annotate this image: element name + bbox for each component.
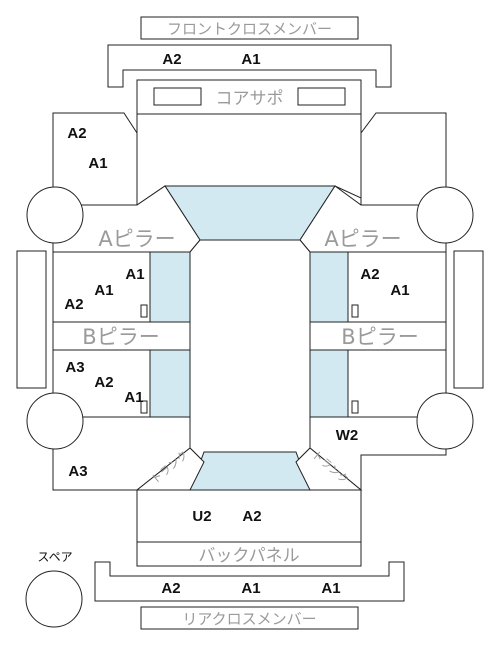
rear-cross-member-label-box [140, 606, 359, 630]
left-front-door-handle [140, 304, 148, 318]
rear-member-damage-a2: A2 [161, 580, 180, 597]
spare-tire [25, 570, 83, 628]
right-front-door-damage-a1: A1 [390, 282, 409, 299]
left-front-window [149, 251, 191, 323]
left-rear-door-damage-a2: A2 [94, 374, 113, 391]
left-rear-door-damage-a1: A1 [124, 389, 143, 406]
left-rear-door-damage-a3: A3 [65, 359, 84, 376]
right-front-door-damage-a2: A2 [360, 266, 379, 283]
front-cross-member [107, 44, 392, 88]
right-rear-window [309, 349, 349, 418]
right-b-pillar [309, 321, 447, 351]
right-b-pillar-label: Bピラー [341, 325, 418, 349]
front-cross-member-label: フロントクロスメンバー [167, 20, 332, 38]
core-support-label: コアサポ [216, 89, 284, 109]
right-front-window [309, 251, 349, 323]
rear-member-damage-a1-right: A1 [321, 580, 340, 597]
front-cross-member-label-box [140, 16, 359, 40]
right-a-pillar-label: Aピラー [324, 227, 401, 251]
back-panel-label: バックパネル [198, 546, 299, 566]
roof [189, 239, 311, 463]
rear-cross-member-label: リアクロスメンバー [182, 610, 316, 628]
left-front-door-damage-a1: A1 [94, 282, 113, 299]
left-rear-window [149, 349, 191, 418]
left-front-door-damage-a2: A2 [64, 296, 83, 313]
front-member-damage-a2: A2 [162, 51, 181, 68]
right-quarter-damage-w2: W2 [336, 427, 359, 444]
left-quarter-damage-a3: A3 [68, 463, 87, 480]
trunk-damage-a2: A2 [242, 508, 261, 525]
left-front-door-damage-a1-top: A1 [125, 266, 144, 283]
wheel-front-right [416, 186, 474, 244]
left-side-sill [16, 250, 47, 389]
left-b-pillar-label: Bピラー [82, 325, 159, 349]
left-b-pillar [52, 321, 191, 351]
back-panel [136, 541, 362, 567]
core-support-headlight-left [153, 87, 202, 106]
right-rear-door-handle [351, 400, 359, 414]
front-member-damage-a1: A1 [241, 51, 260, 68]
rear-member-damage-a1: A1 [241, 580, 260, 597]
left-rear-door-handle [140, 400, 148, 414]
wheel-front-left [26, 186, 84, 244]
trunk-damage-u2: U2 [192, 508, 211, 525]
left-fender-damage-a2: A2 [67, 125, 86, 142]
rear-window [189, 451, 311, 491]
rear-cross-member [94, 561, 405, 602]
core-support-panel [136, 79, 362, 115]
wheel-rear-left [26, 392, 84, 450]
left-a-pillar-label: Aピラー [98, 227, 175, 251]
core-support-headlight-right [297, 87, 346, 106]
trunk-lid [136, 489, 362, 543]
wheel-rear-right [416, 392, 474, 450]
left-fender-damage-a1: A1 [88, 155, 107, 172]
right-side-sill [453, 250, 484, 389]
spare-label: スペア [37, 550, 72, 564]
right-front-door-handle [351, 304, 359, 318]
